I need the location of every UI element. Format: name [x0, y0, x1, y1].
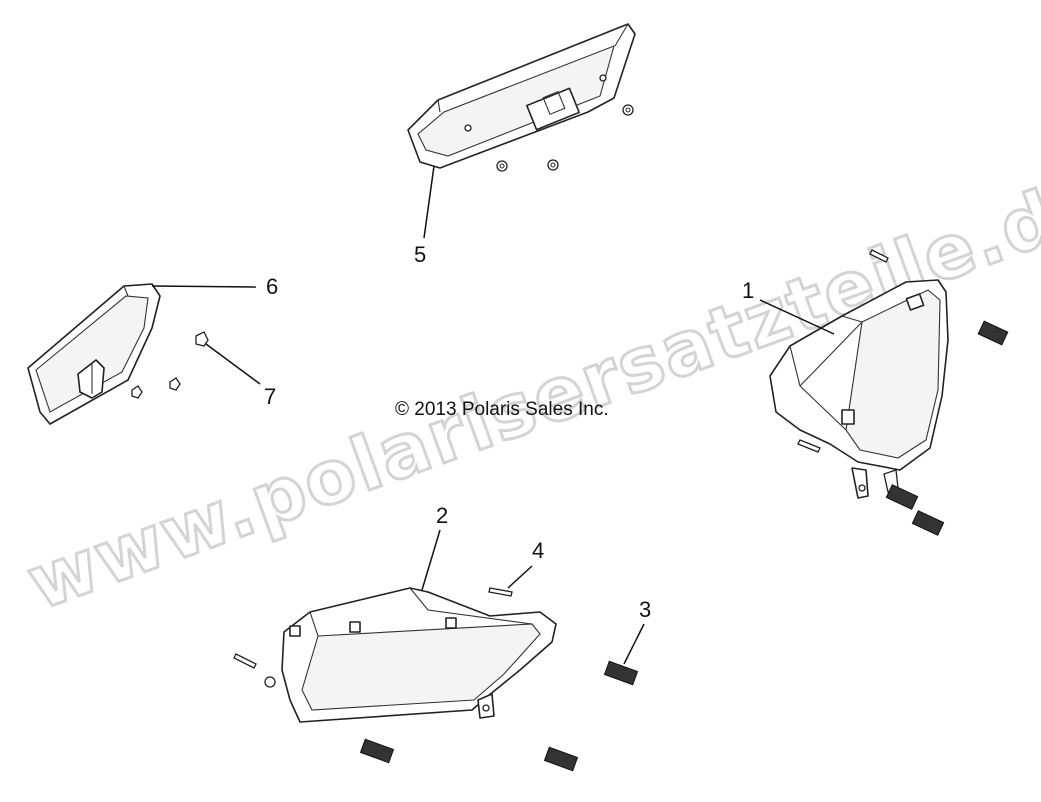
leader-7 — [205, 343, 261, 385]
callout-4: 4 — [532, 538, 544, 563]
part-2-screws — [233, 653, 579, 772]
copyright-text: © 2013 Polaris Sales Inc. — [395, 399, 609, 420]
part-6-nuts — [131, 377, 181, 399]
leader-3 — [623, 623, 645, 665]
callout-3: 3 — [639, 597, 651, 622]
leader-4 — [507, 565, 533, 589]
callout-1: 1 — [742, 278, 754, 303]
part-2-headlight[interactable] — [264, 587, 557, 723]
leader-2 — [421, 529, 441, 591]
part-7-nut[interactable] — [195, 331, 209, 347]
part-3-screw[interactable] — [603, 660, 639, 686]
part-6-tail-light[interactable] — [27, 283, 161, 425]
part-1-screws — [797, 249, 1009, 536]
part-5-tail-light[interactable] — [407, 23, 636, 169]
leader-5 — [423, 165, 435, 239]
part-1-headlight[interactable] — [769, 279, 949, 499]
leader-6 — [151, 285, 257, 288]
callout-6: 6 — [266, 274, 278, 299]
leader-1 — [759, 299, 835, 335]
part-5-nuts — [496, 104, 634, 172]
callout-2: 2 — [436, 503, 448, 528]
callout-7: 7 — [264, 384, 276, 409]
callout-5: 5 — [414, 242, 426, 267]
part-4-pin[interactable] — [488, 587, 513, 597]
